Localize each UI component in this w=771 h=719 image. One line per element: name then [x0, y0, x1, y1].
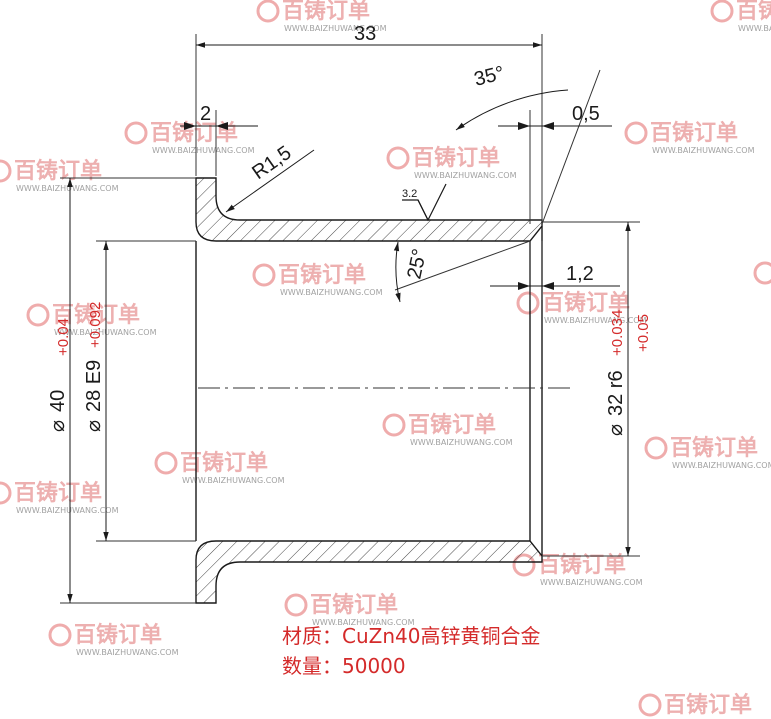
svg-text:WWW.BAIZHUWANG.COM: WWW.BAIZHUWANG.COM [16, 506, 119, 515]
dim-inner-diameter: ⌀ 28 E9 +0.092 [83, 302, 105, 432]
dim-35-arc [455, 89, 569, 131]
dim-r15-leader [225, 149, 315, 213]
dim-fillet-radius: R1,5 [248, 142, 295, 184]
dim-flange-thickness: 2 [200, 103, 211, 125]
svg-text:百铸订单: 百铸订单 [670, 435, 758, 461]
svg-text:⌀: ⌀ [47, 420, 69, 432]
svg-text:WWW.BAIZHUWANG.COM: WWW.BAIZHUWANG.COM [280, 288, 383, 297]
svg-text:40: 40 [47, 390, 69, 412]
svg-text:百铸订单: 百铸订单 [664, 692, 752, 718]
svg-text:百铸订单: 百铸订单 [412, 145, 500, 171]
svg-text:+0.034: +0.034 [609, 310, 626, 356]
svg-text:百铸订单: 百铸订单 [282, 0, 370, 24]
dimension-arrows [184, 122, 554, 290]
svg-text:WWW.BAIZHUWANG.COM: WWW.BAIZHUWANG.COM [738, 24, 771, 33]
material-note: 材质：CuZn40高锌黄铜合金 [282, 624, 541, 648]
svg-text:+0.092: +0.092 [87, 302, 104, 348]
dim-chamfer-size: 0,5 [572, 103, 600, 125]
svg-text:百铸订单: 百铸订单 [52, 302, 140, 328]
dim-inner-chamfer-size: 1,2 [566, 263, 594, 285]
svg-text:+0.04: +0.04 [55, 318, 72, 356]
dim-25-arc [393, 241, 401, 303]
svg-text:WWW.BAIZHUWANG.COM: WWW.BAIZHUWANG.COM [76, 648, 179, 657]
svg-text:⌀: ⌀ [83, 420, 105, 432]
svg-text:百铸订单: 百铸订单 [278, 262, 366, 288]
svg-text:百铸订单: 百铸订单 [74, 622, 162, 648]
svg-text:百铸订单: 百铸订单 [650, 120, 738, 146]
svg-text:WWW.BAIZHUWANG.COM: WWW.BAIZHUWANG.COM [652, 146, 755, 155]
svg-text:+0.05: +0.05 [635, 314, 652, 352]
svg-text:WWW.BAIZHUWANG.COM: WWW.BAIZHUWANG.COM [410, 438, 513, 447]
svg-text:百铸订单: 百铸订单 [14, 158, 102, 184]
svg-text:百铸订单: 百铸订单 [14, 480, 102, 506]
dim-chamfer-angle: 35° [472, 62, 507, 91]
svg-text:WWW.BAIZHUWANG.COM: WWW.BAIZHUWANG.COM [672, 461, 771, 470]
svg-text:WWW.BAIZHUWANG.COM: WWW.BAIZHUWANG.COM [284, 24, 387, 33]
svg-text:WWW.BAIZHUWANG.COM: WWW.BAIZHUWANG.COM [540, 578, 643, 587]
svg-text:WWW.BAIZHUWANG.COM: WWW.BAIZHUWANG.COM [312, 618, 415, 627]
svg-text:WWW.BAIZHUWANG.COM: WWW.BAIZHUWANG.COM [152, 146, 255, 155]
roughness-value: 3.2 [402, 188, 417, 200]
dim-outer-diameter: ⌀ 32 r6 +0.034 +0.05 [605, 310, 652, 436]
svg-text:百铸订单: 百铸订单 [408, 412, 496, 438]
svg-text:百铸订单: 百铸订单 [736, 0, 771, 24]
svg-text:百铸订单: 百铸订单 [542, 290, 630, 316]
svg-text:⌀: ⌀ [605, 424, 627, 436]
dimension-lines [67, 42, 631, 603]
svg-text:32 r6: 32 r6 [605, 370, 627, 416]
roughness-symbol [402, 183, 447, 222]
svg-text:28 E9: 28 E9 [83, 360, 105, 412]
extension-lines [60, 34, 640, 604]
svg-text:百铸订单: 百铸订单 [310, 592, 398, 618]
svg-text:百铸订单: 百铸订单 [180, 450, 268, 476]
dim-flange-diameter: ⌀ 40 +0.04 [47, 318, 72, 432]
svg-text:WWW.BAIZHUWANG.COM: WWW.BAIZHUWANG.COM [16, 184, 119, 193]
svg-text:WWW.BAIZHUWANG.COM: WWW.BAIZHUWANG.COM [182, 476, 285, 485]
svg-text:WWW.BAIZHUWANG.COM: WWW.BAIZHUWANG.COM [544, 316, 647, 325]
bushing-section [195, 177, 543, 604]
dim-inner-chamfer-angle: 25° [403, 247, 431, 281]
svg-text:WWW.BAIZHUWANG.COM: WWW.BAIZHUWANG.COM [414, 171, 517, 180]
quantity-note: 数量：50000 [282, 654, 406, 678]
upper-wall-section [195, 177, 543, 242]
lower-wall-section [195, 540, 543, 604]
dim-overall-length: 33 [354, 23, 376, 45]
